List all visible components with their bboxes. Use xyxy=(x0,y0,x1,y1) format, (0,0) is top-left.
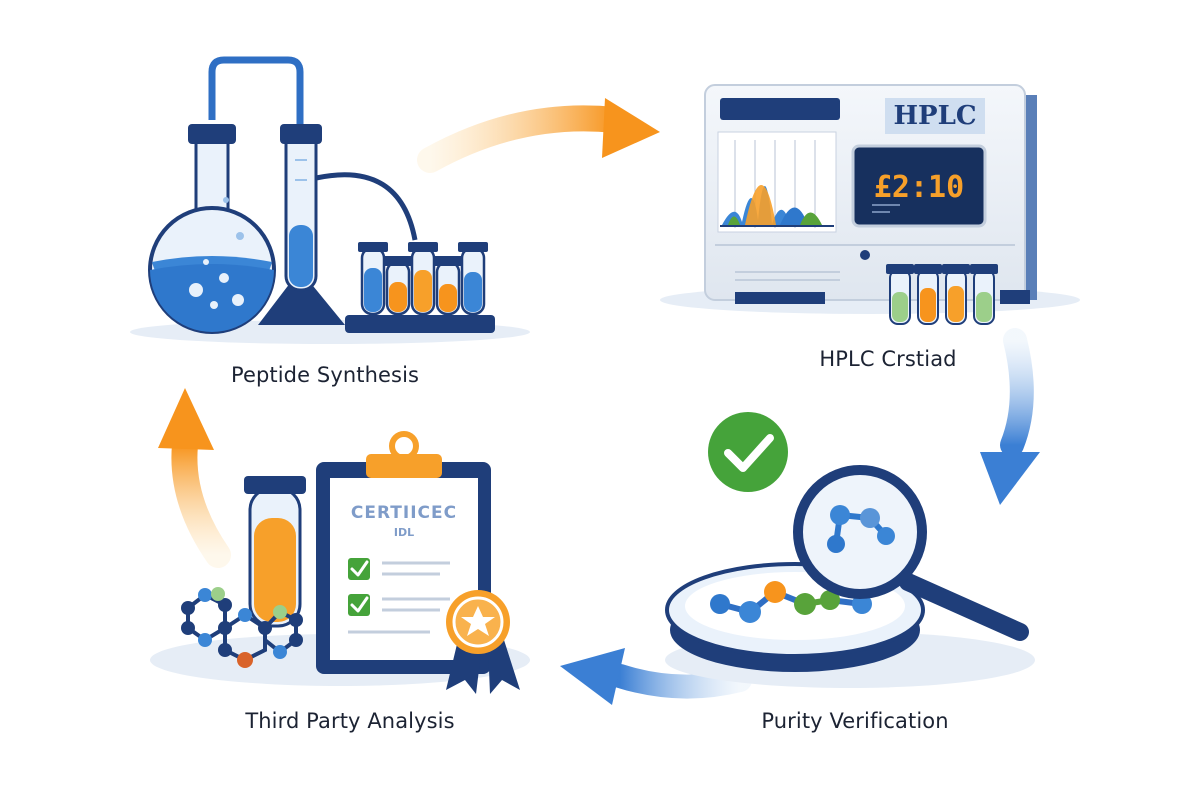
round-flask xyxy=(148,124,276,334)
hplc-badge: HPLC xyxy=(893,101,976,131)
arrow-hplc-to-purity xyxy=(980,328,1040,505)
column-tube xyxy=(258,124,345,325)
certificate-subtitle: IDL xyxy=(394,526,414,539)
arrow-synthesis-to-hplc xyxy=(417,98,660,173)
magnifier-icon xyxy=(793,465,1029,641)
purity-verification-illustration xyxy=(665,412,1035,688)
step-label-purity-verification: Purity Verification xyxy=(761,709,949,733)
test-tube-rack xyxy=(345,242,495,333)
check-circle-icon xyxy=(708,412,788,492)
hplc-vials xyxy=(886,264,998,325)
hplc-machine: HPLC £2:10 xyxy=(660,84,1080,325)
synthesis-lab-illustration xyxy=(130,56,530,344)
sample-tube xyxy=(244,476,306,628)
certificate-title: CERTIICEC xyxy=(351,503,457,523)
step-label-peptide-synthesis: Peptide Synthesis xyxy=(230,363,420,387)
award-badge-icon xyxy=(446,590,520,694)
certificate-clipboard xyxy=(316,431,491,674)
arrow-third-to-synthesis xyxy=(158,388,231,568)
arrow-purity-to-third xyxy=(560,648,752,705)
hplc-display-readout: £2:10 xyxy=(874,170,964,205)
step-label-hplc: HPLC Crstiad xyxy=(819,347,957,371)
third-party-analysis-illustration: CERTIICEC IDL xyxy=(150,431,530,694)
step-label-third-party-analysis: Third Party Analysis xyxy=(245,709,455,733)
